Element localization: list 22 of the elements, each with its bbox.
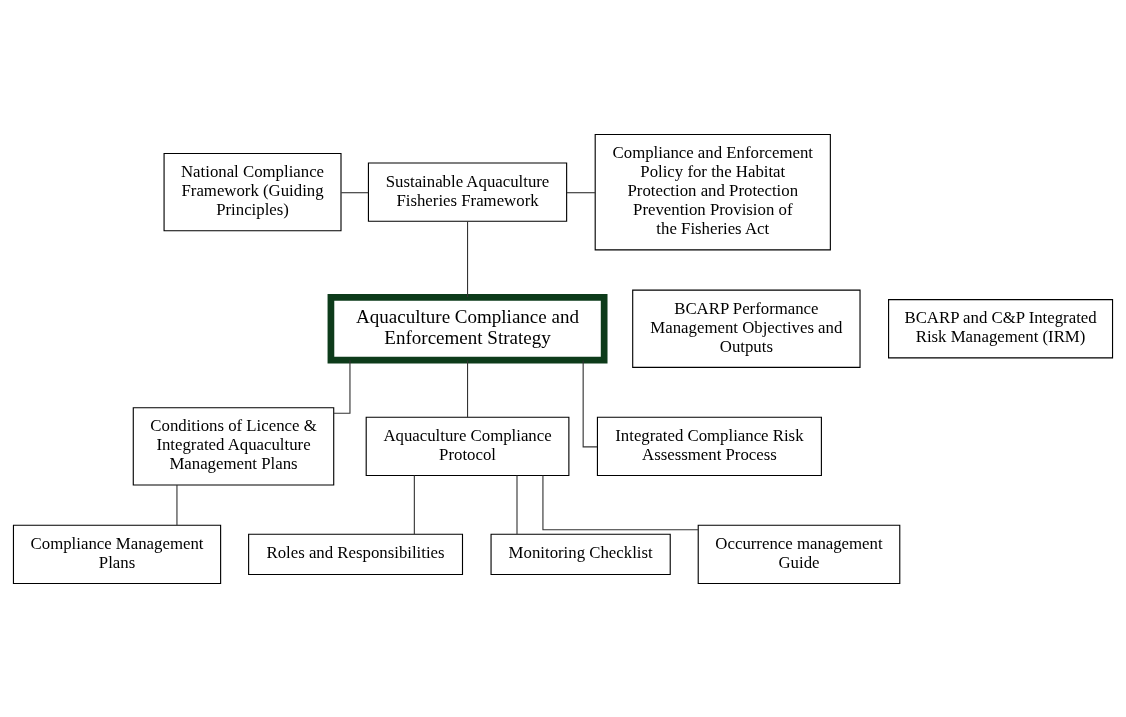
connector xyxy=(566,191,596,193)
connector xyxy=(467,220,469,298)
node-box: Roles and Responsibilities xyxy=(248,533,464,575)
node-box: National Compliance Framework (Guiding Principles) xyxy=(163,152,342,231)
node-box: BCARP and C&P Integrated Risk Management (IRM) xyxy=(888,298,1114,358)
node-box: Occurrence management Guide xyxy=(697,524,901,584)
connector xyxy=(516,474,518,535)
connector xyxy=(467,359,469,418)
node-box: Sustainable Aquaculture Fisheries Framework xyxy=(367,161,568,222)
node-box: Conditions of Licence & Integrated Aquaculture Management Plans xyxy=(132,406,335,486)
connector xyxy=(176,484,178,526)
connector xyxy=(333,359,351,414)
connector xyxy=(542,474,699,530)
node-box: Aquaculture Compliance and Enforcement Strategy xyxy=(327,293,608,363)
node-box: Compliance Management Plans xyxy=(12,524,222,584)
node-box: Monitoring Checklist xyxy=(490,533,671,575)
connector xyxy=(413,474,415,535)
node-box: Integrated Compliance Risk Assessment Process xyxy=(596,416,822,476)
node-box: Aquaculture Compliance Protocol xyxy=(365,416,570,476)
node-box: BCARP Performance Management Objectives and Outputs xyxy=(632,289,861,368)
node-box: Compliance and Enforcement Policy for the Habitat Protection and Protection Prevention Provision of the Fisheries Act xyxy=(594,133,831,250)
connector xyxy=(340,191,369,193)
